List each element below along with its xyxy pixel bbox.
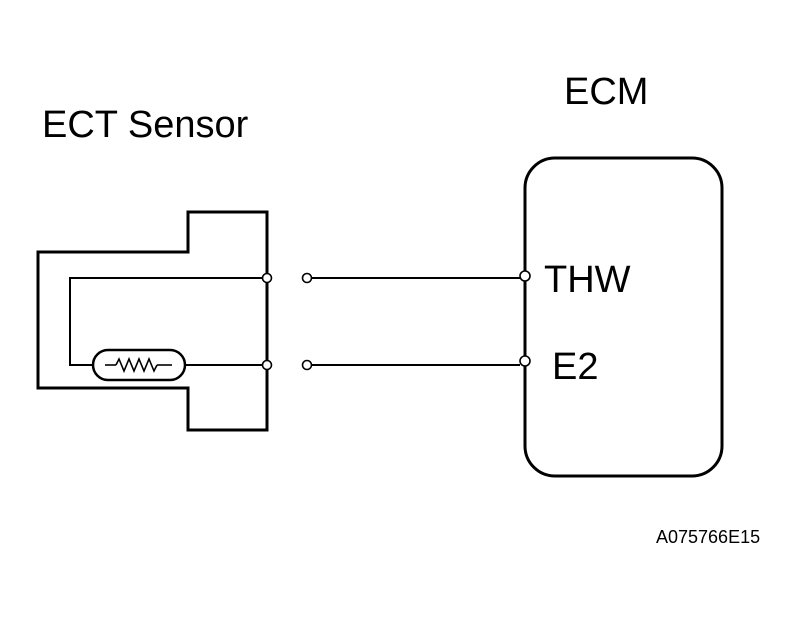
pin-label-thw: THW: [544, 259, 631, 301]
ecm-terminal-thw: [519, 270, 531, 282]
harness-terminal-thw: [301, 272, 313, 284]
thermistor-icon: [91, 348, 187, 382]
sensor-title: ECT Sensor: [42, 104, 249, 146]
harness-terminal-e2: [301, 359, 313, 371]
figure-code: A075766E15: [656, 527, 760, 547]
sensor-housing: [36, 210, 269, 432]
pin-label-e2: E2: [552, 346, 598, 388]
ecm-box: [523, 156, 724, 478]
ecm-title: ECM: [564, 71, 648, 113]
sensor-internal-wire: [69, 277, 267, 366]
sensor-terminal-1: [261, 272, 273, 284]
sensor-terminal-2: [261, 359, 273, 371]
ecm-terminal-e2: [519, 355, 531, 367]
